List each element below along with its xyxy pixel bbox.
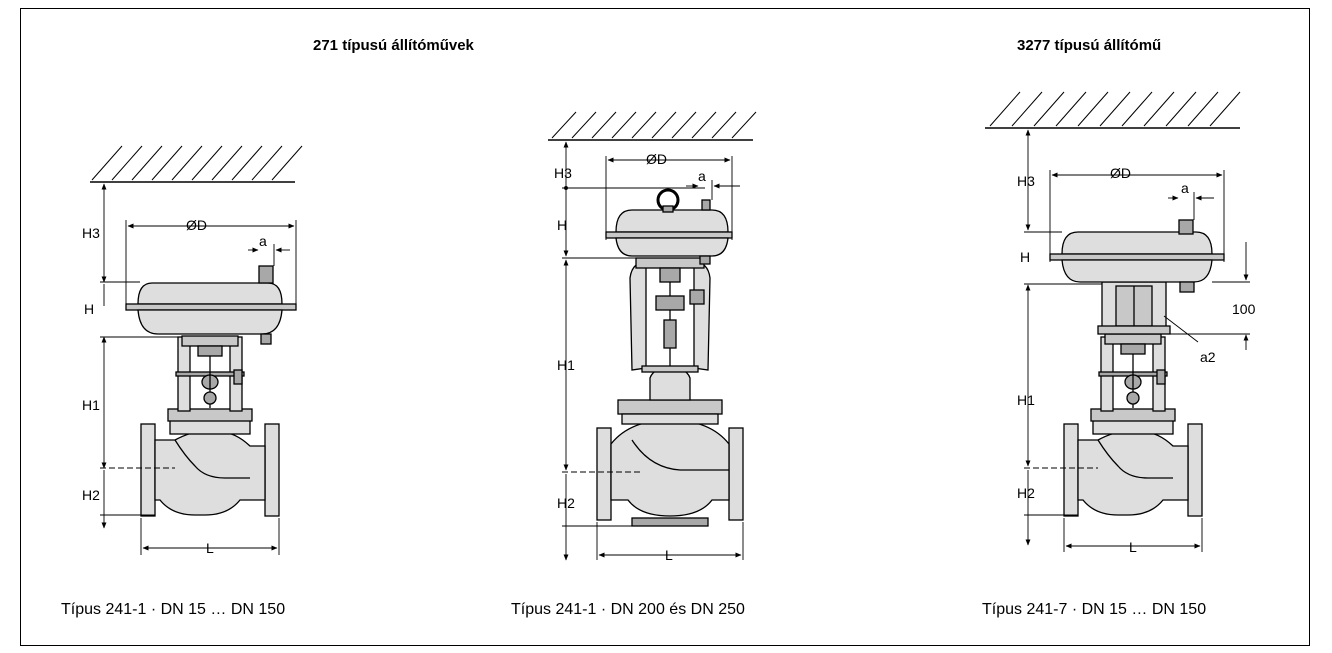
dim-l: L <box>206 540 214 556</box>
valve-drawing-2: H3 ØD a H H1 H2 L <box>548 111 757 563</box>
dim-h: H <box>557 217 567 233</box>
dim-h1: H1 <box>557 357 575 373</box>
dim-h2: H2 <box>82 487 100 503</box>
caption-type-241-1-small: Típus 241-1 · DN 15 … DN 150 <box>61 601 286 618</box>
dim-h: H <box>1020 249 1030 265</box>
dim-diameter: ØD <box>646 151 667 167</box>
yoke <box>629 257 711 373</box>
caption-type-241-1-large: Típus 241-1 · DN 200 és DN 250 <box>511 601 745 618</box>
dim-a2: a2 <box>1200 349 1216 365</box>
ceiling-hatch <box>548 111 757 141</box>
dim-h3: H3 <box>554 165 572 181</box>
dim-h2: H2 <box>1017 485 1035 501</box>
dim-100: 100 <box>1232 301 1256 317</box>
dim-a: a <box>698 168 706 184</box>
dimension-labels: H3 ØD a H H1 H2 L <box>82 217 267 556</box>
heading-271-actuators: 271 típusú állítóművek <box>313 37 474 54</box>
ceiling-hatch <box>985 91 1241 129</box>
dim-h1: H1 <box>82 397 100 413</box>
caption-type-241-7: Típus 241-7 · DN 15 … DN 150 <box>982 601 1207 618</box>
valve-drawing-1: H3 ØD a H H1 H2 L <box>82 145 303 556</box>
dimension-lines <box>100 183 297 555</box>
dim-h3: H3 <box>82 225 100 241</box>
valve-body <box>596 367 744 527</box>
dim-l: L <box>1129 539 1137 555</box>
heading-3277-actuator: 3277 típusú állítómű <box>1017 37 1162 54</box>
dimension-lines <box>1024 129 1250 552</box>
dim-h: H <box>84 301 94 317</box>
dimension-lines <box>562 141 744 561</box>
actuator <box>605 188 733 265</box>
valve-drawing-3: H3 ØD a H 100 a2 H1 H2 L <box>985 91 1256 555</box>
dimension-labels: H3 ØD a H 100 a2 H1 H2 L <box>1017 165 1256 555</box>
dim-l: L <box>665 547 673 563</box>
dim-diameter: ØD <box>1110 165 1131 181</box>
actuator <box>1049 219 1225 293</box>
dim-h3: H3 <box>1017 173 1035 189</box>
adapter-housing <box>1097 281 1171 335</box>
valve-body <box>140 408 280 517</box>
dim-a: a <box>259 233 267 249</box>
dim-a: a <box>1181 180 1189 196</box>
dim-diameter: ØD <box>186 217 207 233</box>
dim-h2: H2 <box>557 495 575 511</box>
yoke <box>1098 333 1168 412</box>
actuator <box>125 265 297 345</box>
dimension-labels: H3 ØD a H H1 H2 L <box>554 151 706 563</box>
dim-h1: H1 <box>1017 392 1035 408</box>
ceiling-hatch <box>90 145 303 183</box>
yoke <box>175 335 245 412</box>
valve-body <box>1063 408 1203 517</box>
